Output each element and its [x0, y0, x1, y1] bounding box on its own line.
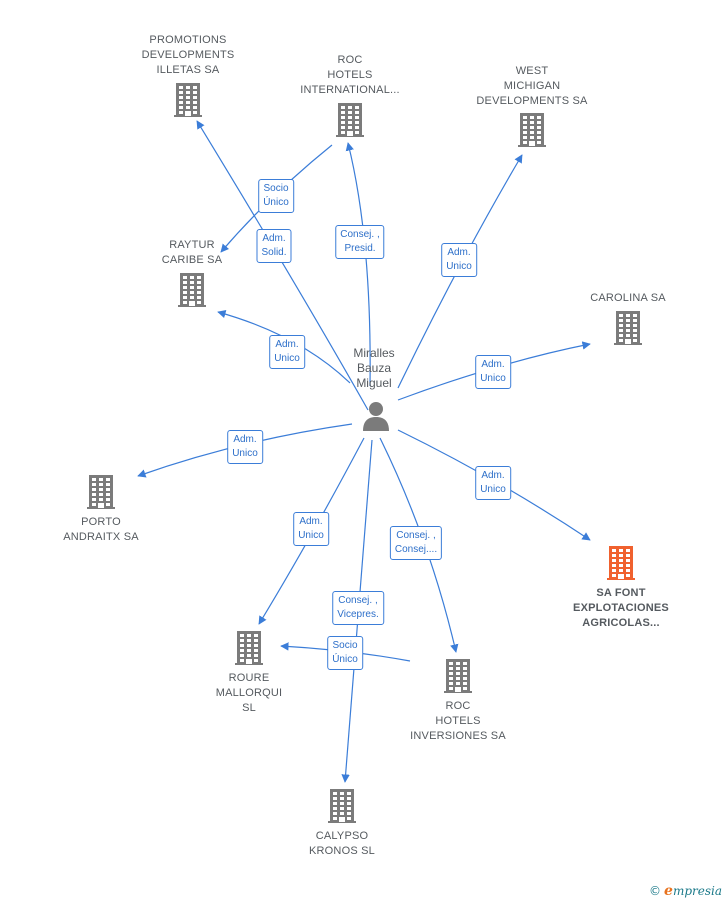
building-icon [235, 631, 263, 665]
company-name: SA FONT EXPLOTACIONES AGRICOLAS... [573, 587, 669, 629]
edge-label[interactable]: Consej. , Presid. [335, 225, 385, 259]
edge-label[interactable]: Adm. Unico [269, 335, 305, 369]
edge-label[interactable]: Adm. Unico [475, 355, 511, 389]
company-name: ROC HOTELS INVERSIONES SA [410, 700, 506, 742]
edge-e-promotions [196, 120, 369, 411]
building-icon [336, 103, 364, 137]
building-icon [178, 273, 206, 307]
edge-label[interactable]: Socio Único [327, 636, 363, 670]
edge-label[interactable]: Socio Único [258, 179, 294, 213]
building-icon [444, 659, 472, 693]
building-icon [87, 475, 115, 509]
company-name: RAYTUR CARIBE SA [161, 239, 223, 266]
company-name: ROURE MALLORQUI SL [215, 672, 283, 714]
building-icon [518, 113, 546, 147]
company-name: CALYPSO KRONOS SL [309, 830, 375, 857]
edge-label[interactable]: Consej. , Vicepres. [332, 591, 384, 625]
building-icon [328, 789, 356, 823]
person-name: Miralles Bauza Miguel [353, 346, 395, 390]
copyright-icon: © [649, 884, 662, 898]
edge-label[interactable]: Adm. Unico [293, 512, 329, 546]
brand-footer: ©empresia [649, 883, 722, 899]
company-name: WEST MICHIGAN DEVELOPMENTS SA [476, 65, 588, 107]
company-name: PORTO ANDRAITX SA [63, 516, 139, 543]
brand-logo-initial: e [664, 883, 673, 899]
company-name: CAROLINA SA [590, 292, 666, 304]
building-icon [607, 546, 635, 580]
edge-label[interactable]: Adm. Unico [441, 243, 477, 277]
building-icon [174, 83, 202, 117]
edge-label[interactable]: Adm. Unico [475, 466, 511, 500]
company-name: PROMOTIONS DEVELOPMENTS ILLETAS SA [141, 34, 235, 76]
edge-label[interactable]: Consej. , Consej.... [389, 526, 443, 560]
company-name: ROC HOTELS INTERNATIONAL... [300, 54, 400, 96]
person-icon [363, 402, 389, 431]
brand-logo-text: mpresia [672, 884, 722, 898]
edge-label[interactable]: Adm. Unico [227, 430, 263, 464]
edge-label[interactable]: Adm. Solid. [256, 229, 292, 263]
building-icon [614, 311, 642, 345]
